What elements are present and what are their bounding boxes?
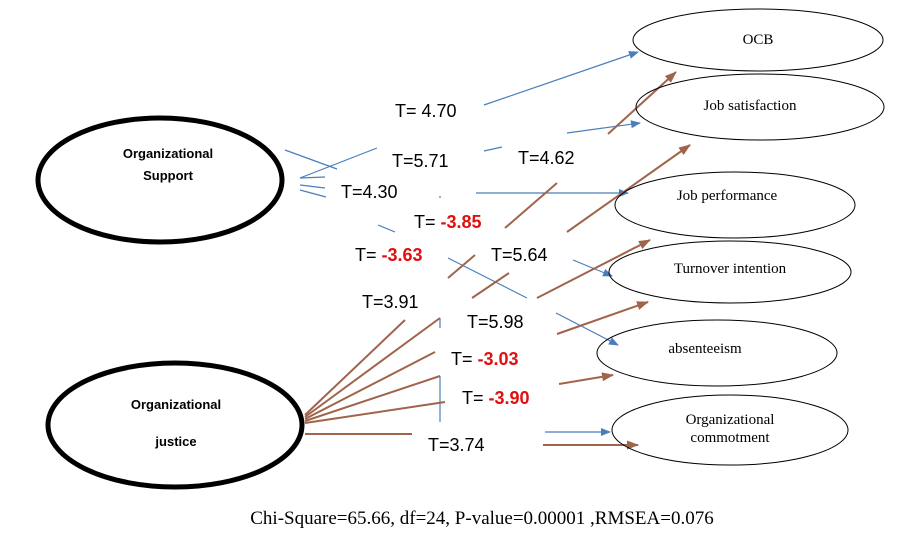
t-5-71: T=5.71	[392, 151, 449, 171]
t-4-62: T=4.62	[518, 148, 575, 168]
support-label-line2: Support	[143, 168, 193, 183]
outcome-absenteeism: absenteeism	[596, 319, 838, 387]
t-5-98: T=5.98	[467, 312, 524, 332]
svg-text:absenteeism: absenteeism	[668, 341, 742, 357]
t-neg-3-03: T= -3.03	[451, 349, 519, 369]
outcome-ocb: OCB	[632, 8, 884, 72]
svg-text:Organizational: Organizational	[686, 412, 775, 428]
justice-label-line2: justice	[154, 434, 196, 449]
t-3-74: T=3.74	[428, 435, 485, 455]
outcome-organizational-commitment: Organizational commotment	[611, 394, 849, 466]
svg-text:OCB: OCB	[743, 32, 774, 48]
latent-justice: Organizational justice	[45, 360, 305, 490]
t-4-30: T=4.30	[341, 182, 398, 202]
outcome-job-performance: Job performance	[614, 171, 856, 239]
outcome-turnover-intention: Turnover intention	[608, 240, 852, 304]
t-neg-3-63: T= -3.63	[355, 245, 423, 265]
svg-text:Job performance: Job performance	[677, 188, 778, 204]
outcome-job-satisfaction: Job satisfaction	[635, 73, 885, 141]
justice-label-line1: Organizational	[131, 397, 221, 412]
t-neg-3-90: T= -3.90	[462, 388, 530, 408]
support-paths	[284, 51, 641, 436]
t-5-64: T=5.64	[491, 245, 548, 265]
t-4-70: T= 4.70	[395, 101, 457, 121]
t-3-91: T=3.91	[362, 292, 419, 312]
latent-support: Organizational Support	[35, 115, 285, 245]
t-neg-3-85: T= -3.85	[414, 212, 482, 232]
support-label-line1: Organizational	[123, 146, 213, 161]
t-value-labels: T= 4.70 T=5.71 T=4.62 T=4.30 T= -3.85 T=…	[341, 101, 575, 455]
svg-text:Job satisfaction: Job satisfaction	[704, 98, 797, 114]
svg-text:commotment: commotment	[690, 430, 770, 446]
fit-statistics: Chi-Square=65.66, df=24, P-value=0.00001…	[250, 508, 713, 529]
svg-text:Turnover intention: Turnover intention	[674, 261, 787, 277]
